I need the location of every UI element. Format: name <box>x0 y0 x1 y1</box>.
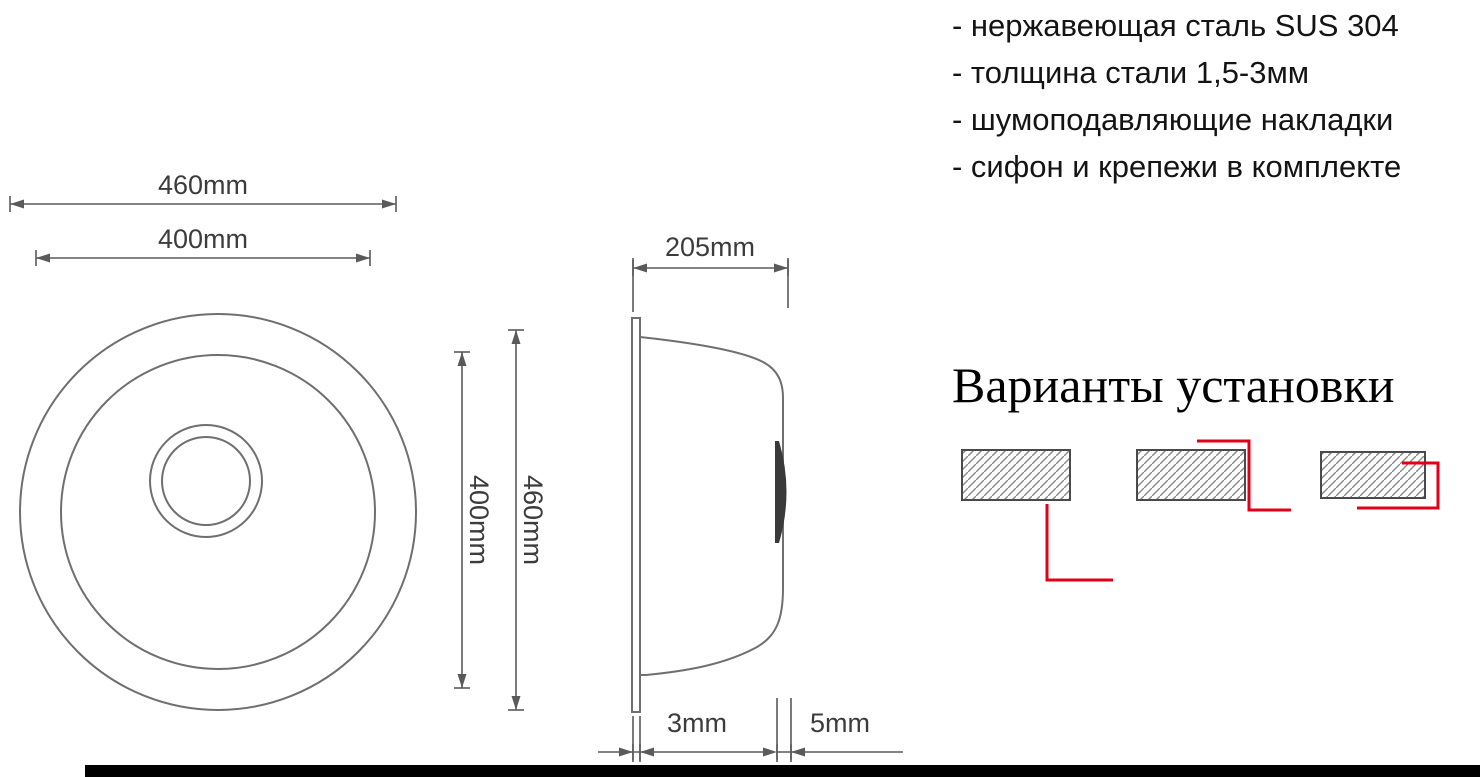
drain-inner-circle <box>161 436 251 526</box>
dim-side-width-label: 205mm <box>665 232 755 262</box>
dim-edge-lip-label: 5mm <box>810 708 870 738</box>
sink-top-view <box>19 313 417 711</box>
sink-edge-profile-line <box>1045 504 1113 582</box>
installation-variant-1 <box>961 449 1113 582</box>
feature-item: - шумоподавляющие накладки <box>952 102 1394 137</box>
installation-variant-3 <box>1320 451 1440 510</box>
dim-outer-diameter: 460mm <box>9 170 397 212</box>
sink-edge-profile-line <box>1197 439 1291 512</box>
countertop-cross-section <box>1136 449 1246 501</box>
bowl-rim-circle <box>60 354 376 670</box>
dim-overall-height-label: 460mm <box>518 475 548 565</box>
bowl-profile <box>639 335 784 676</box>
dim-overall-height: 460mm <box>508 329 548 711</box>
dim-outer-diameter-label: 460mm <box>158 170 248 200</box>
dim-bowl-height-label: 400mm <box>464 475 494 565</box>
feature-item: - сифон и крепежи в комплекте <box>952 149 1402 184</box>
feature-item: - нержавеющая сталь SUS 304 <box>952 8 1399 43</box>
installation-heading: Варианты установки <box>952 357 1395 413</box>
bottom-bar <box>85 765 1480 777</box>
countertop-cross-section <box>1320 451 1426 499</box>
countertop-cross-section <box>961 449 1071 501</box>
outer-rim-circle <box>19 313 417 711</box>
dim-bowl-height: 400mm <box>454 351 494 689</box>
dim-edge-lip: 5mm <box>763 698 903 762</box>
drain-outer-circle <box>149 424 263 538</box>
dim-inner-diameter: 400mm <box>35 224 371 266</box>
dim-inner-diameter-label: 400mm <box>158 224 248 254</box>
drain-fitting <box>775 441 787 543</box>
dim-flange-thickness: 3mm <box>598 708 770 762</box>
feature-list: - нержавеющая сталь SUS 304 - толщина ст… <box>952 2 1472 190</box>
dim-flange-thickness-label: 3mm <box>667 708 727 738</box>
sink-side-view <box>631 317 787 713</box>
feature-item: - толщина стали 1,5-3мм <box>952 55 1310 90</box>
sink-edge-profile-line <box>1357 461 1440 510</box>
dim-side-width: 205mm <box>632 232 789 312</box>
mounting-flange <box>631 317 641 713</box>
installation-variant-2 <box>1136 439 1291 512</box>
